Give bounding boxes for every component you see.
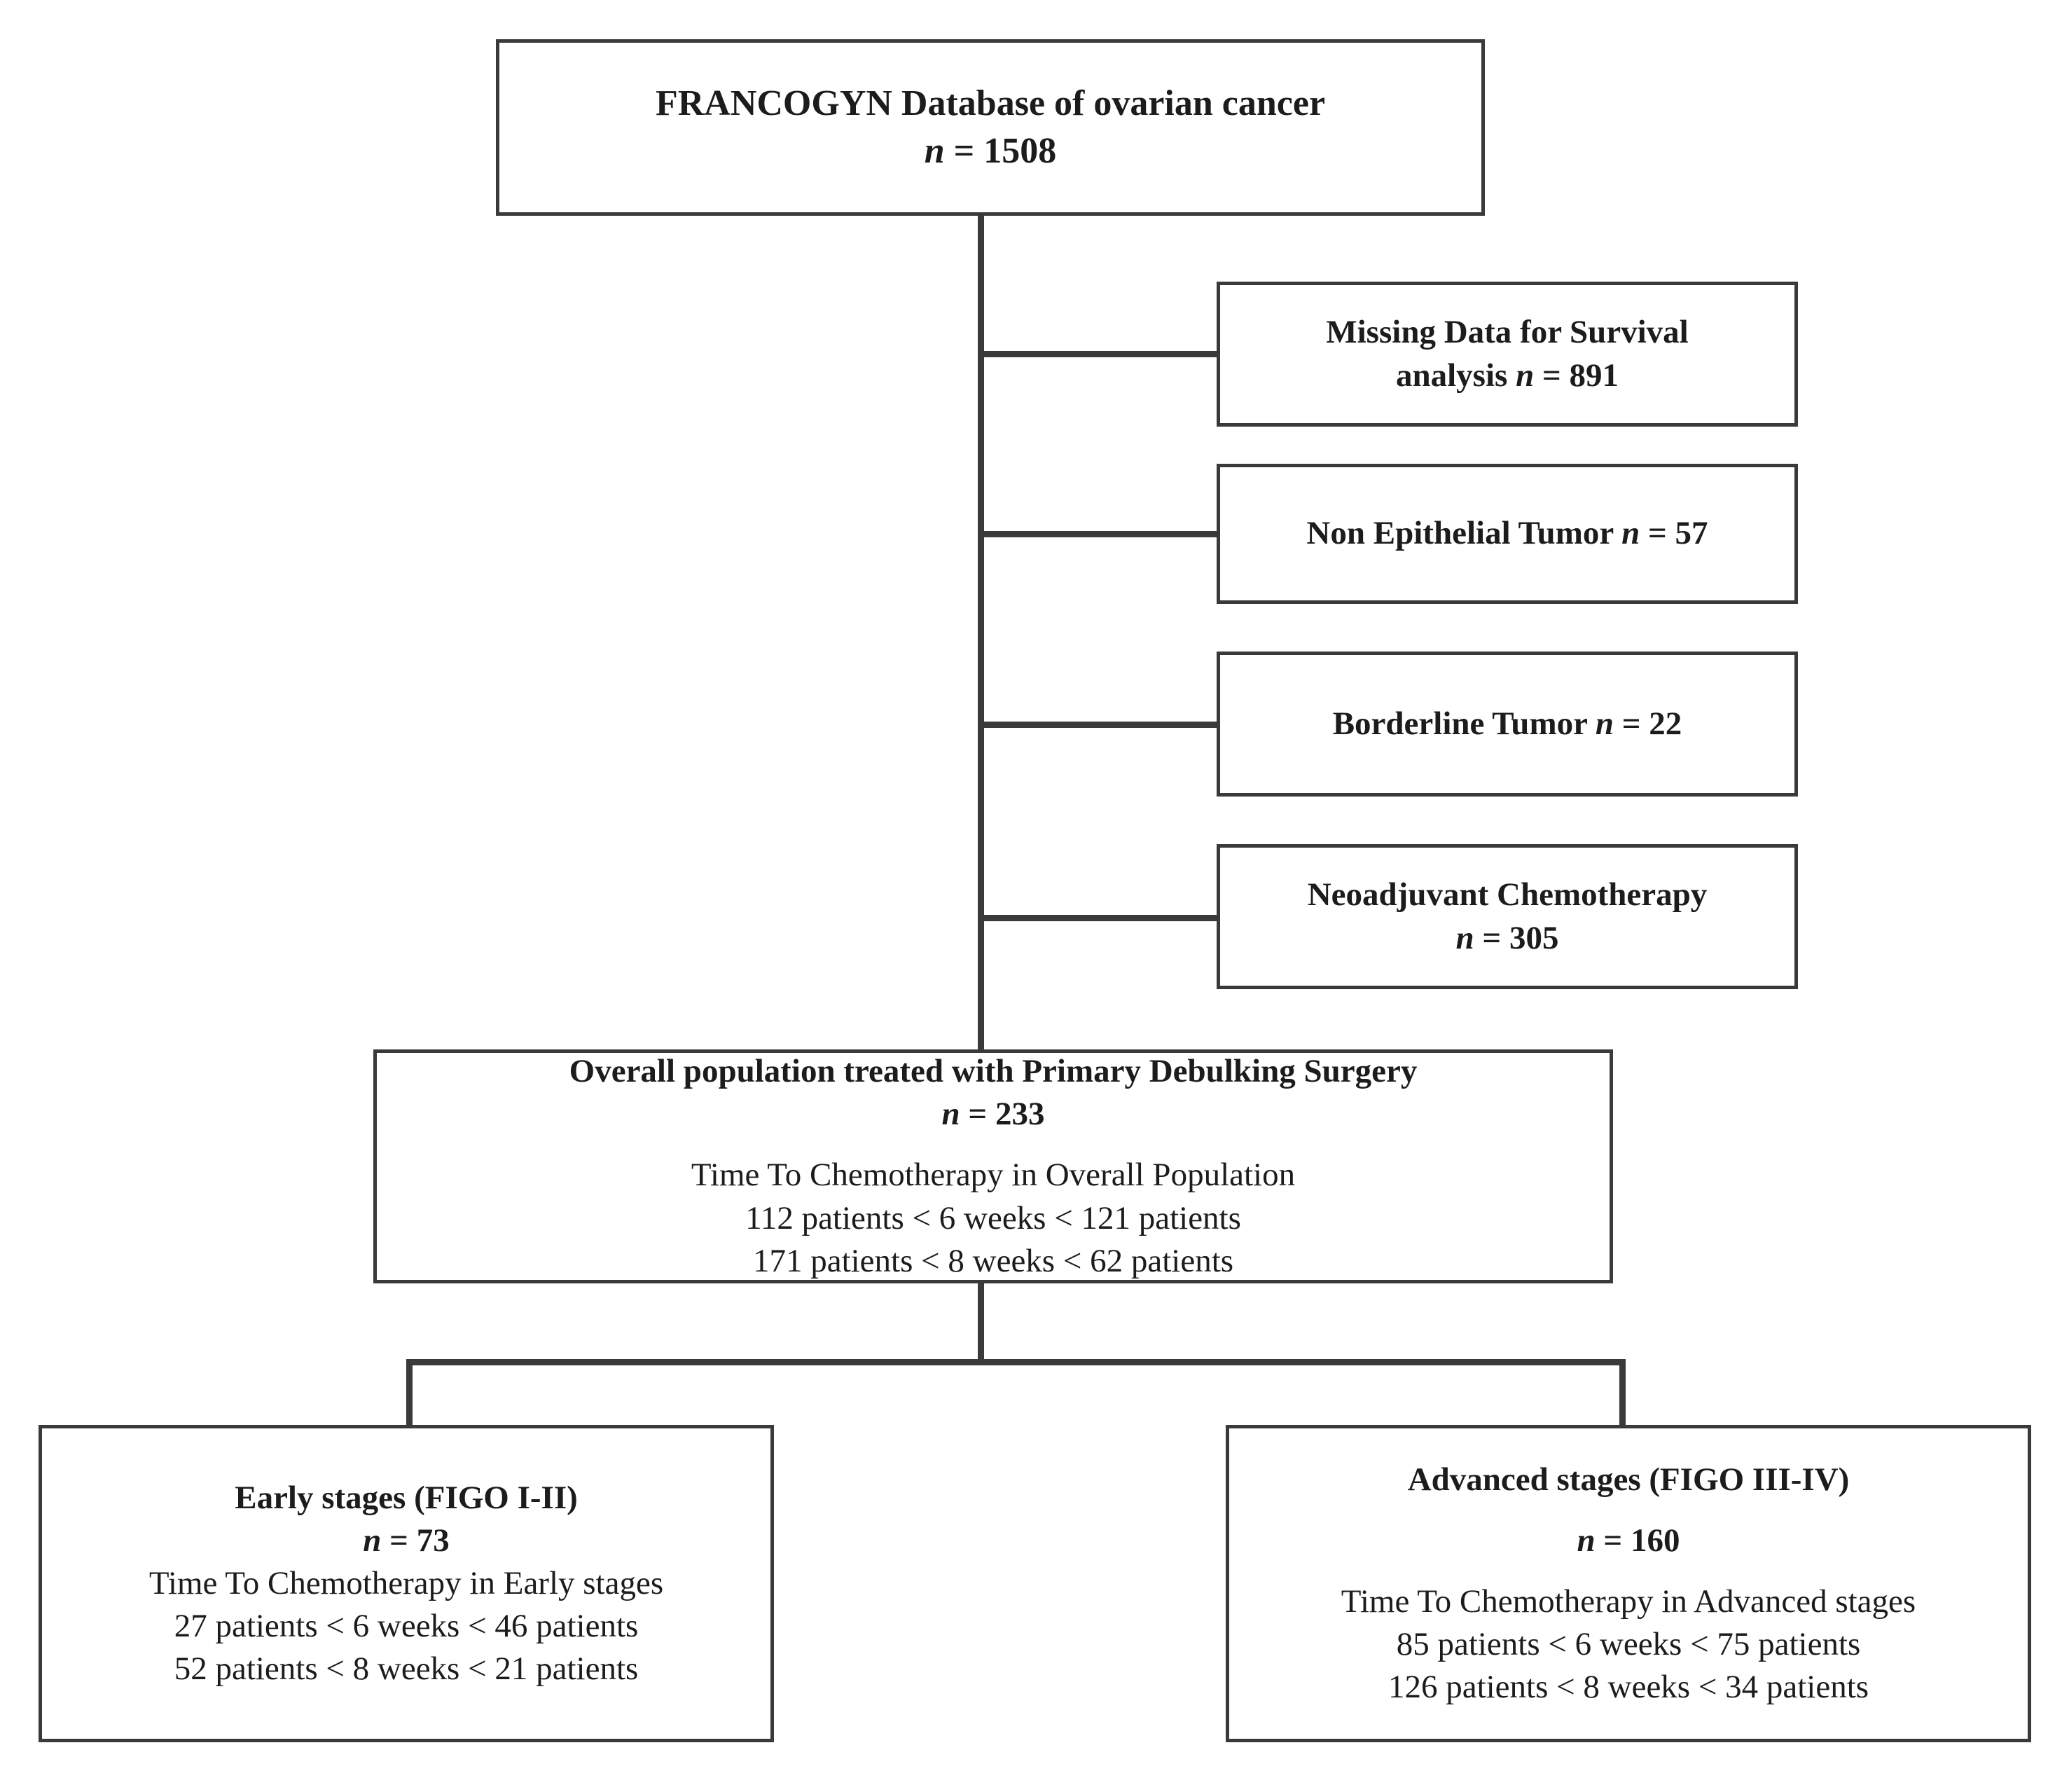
non-epithelial-tumor-n-value: = 57 (1640, 515, 1708, 552)
node-borderline-tumor: Borderline Tumor n = 22 (1217, 652, 1798, 797)
advanced-stages-row-8weeks: 126 patients < 8 weeks < 34 patients (1388, 1669, 1869, 1706)
missing-data-n-value: = 891 (1534, 357, 1619, 394)
non-epithelial-tumor-line1: Non Epithelial Tumor n = 57 (1306, 512, 1708, 555)
node-neoadjuvant-chemotherapy: Neoadjuvant Chemotherapy n = 305 (1217, 844, 1798, 989)
connector-drop-advanced-stages (1619, 1359, 1626, 1428)
borderline-tumor-prefix: Borderline Tumor (1332, 705, 1596, 742)
advanced-stages-row-6weeks: 85 patients < 6 weeks < 75 patients (1396, 1626, 1861, 1663)
early-stages-n-value: = 73 (381, 1522, 450, 1559)
node-early-stages: Early stages (FIGO I-II) n = 73 Time To … (39, 1425, 774, 1742)
borderline-tumor-line1: Borderline Tumor n = 22 (1333, 703, 1682, 745)
early-stages-subtitle: Time To Chemotherapy in Early stages (148, 1564, 664, 1601)
connector-trunk-split (978, 1282, 984, 1365)
neoadjuvant-chemotherapy-line1: Neoadjuvant Chemotherapy (1307, 876, 1708, 914)
node-francogyn-database: FRANCOGYN Database of ovarian cancer n =… (496, 39, 1485, 216)
early-stages-title: Early stages (FIGO I-II) (235, 1479, 578, 1516)
borderline-tumor-n-symbol: n (1595, 705, 1614, 742)
connector-split-bar (406, 1359, 1626, 1365)
missing-data-line2: analysis n = 891 (1396, 354, 1619, 397)
root-n-value: = 1508 (944, 131, 1057, 171)
advanced-stages-n-value: = 160 (1595, 1522, 1680, 1559)
neoadjuvant-chemotherapy-line2: n = 305 (1456, 917, 1559, 960)
non-epithelial-tumor-prefix: Non Epithelial Tumor (1306, 515, 1622, 552)
borderline-tumor-n-value: = 22 (1614, 705, 1682, 742)
connector-stub-borderline-tumor (978, 722, 1219, 728)
overall-subtitle: Time To Chemotherapy in Overall Populati… (691, 1157, 1296, 1194)
root-count: n = 1508 (925, 127, 1057, 175)
overall-n-value: = 233 (960, 1096, 1045, 1133)
advanced-stages-n-symbol: n (1577, 1522, 1596, 1559)
node-non-epithelial-tumor: Non Epithelial Tumor n = 57 (1217, 464, 1798, 604)
connector-stub-missing-data (978, 351, 1219, 357)
advanced-stages-title: Advanced stages (FIGO III-IV) (1407, 1461, 1850, 1498)
advanced-stages-count: n = 160 (1577, 1519, 1680, 1562)
early-stages-row-8weeks: 52 patients < 8 weeks < 21 patients (174, 1650, 639, 1688)
node-missing-data: Missing Data for Survival analysis n = 8… (1217, 282, 1798, 427)
overall-title: Overall population treated with Primary … (569, 1053, 1418, 1090)
node-overall-population: Overall population treated with Primary … (373, 1049, 1613, 1283)
connector-stub-non-epithelial-tumor (978, 531, 1219, 537)
early-stages-row-6weeks: 27 patients < 6 weeks < 46 patients (174, 1608, 639, 1645)
early-stages-count: n = 73 (363, 1519, 449, 1562)
node-advanced-stages: Advanced stages (FIGO III-IV) n = 160 Ti… (1226, 1425, 2031, 1742)
overall-count: n = 233 (942, 1093, 1045, 1136)
neoadjuvant-chemotherapy-n-symbol: n (1455, 919, 1474, 956)
overall-row-6weeks: 112 patients < 6 weeks < 121 patients (745, 1199, 1241, 1236)
overall-row-8weeks: 171 patients < 8 weeks < 62 patients (752, 1242, 1234, 1279)
missing-data-prefix: analysis (1395, 357, 1516, 394)
missing-data-line1: Missing Data for Survival (1326, 314, 1689, 351)
early-stages-n-symbol: n (363, 1522, 382, 1559)
neoadjuvant-chemotherapy-n-value: = 305 (1474, 919, 1559, 956)
connector-drop-early-stages (406, 1359, 413, 1428)
missing-data-n-symbol: n (1516, 357, 1535, 394)
connector-trunk-main (978, 216, 984, 1051)
overall-n-symbol: n (941, 1096, 960, 1133)
non-epithelial-tumor-n-symbol: n (1621, 515, 1640, 552)
advanced-stages-subtitle: Time To Chemotherapy in Advanced stages (1341, 1583, 1916, 1620)
connector-stub-neoadjuvant-chemotherapy (978, 915, 1219, 921)
root-n-symbol: n (924, 131, 945, 171)
root-title: FRANCOGYN Database of ovarian cancer (655, 83, 1326, 124)
